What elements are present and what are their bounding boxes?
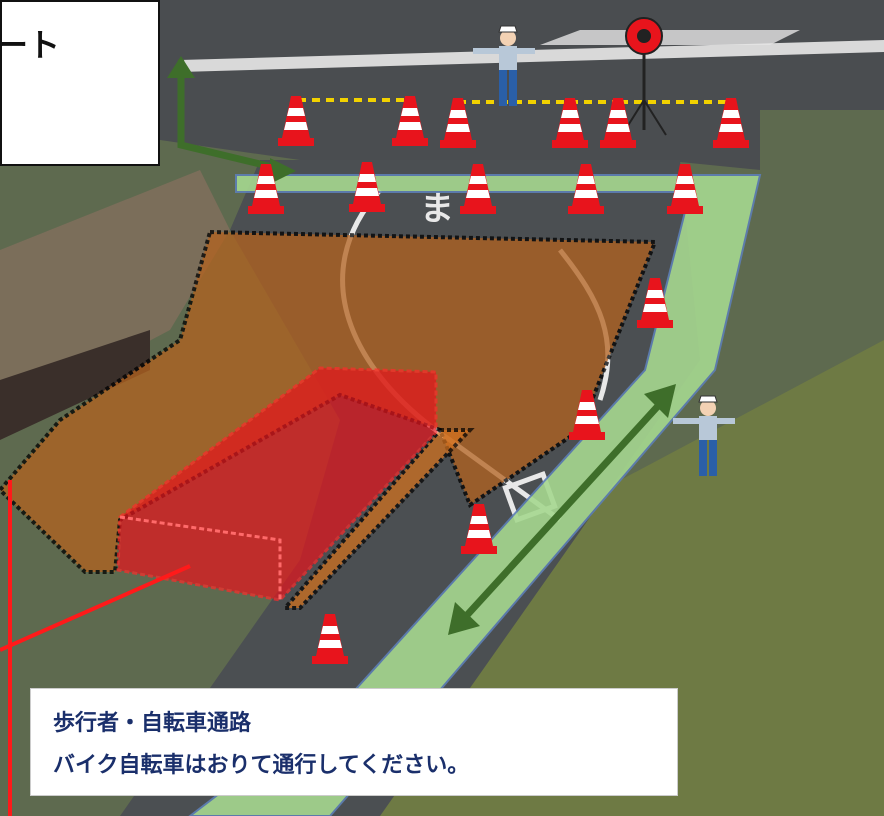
route-title-text: ート: [0, 26, 61, 64]
left-fence: [0, 330, 150, 440]
dirt-slope: [0, 170, 230, 420]
crosswalk-marking: [540, 30, 800, 45]
barrier-block: [116, 366, 438, 602]
leader-line-diagonal: [0, 564, 191, 652]
warning-light-icon: [621, 17, 667, 136]
arrow-head-up-walkway: [644, 384, 676, 418]
arrow-head-up: [167, 56, 195, 78]
arrow-walkway: [454, 391, 672, 629]
route-title-callout: ート: [0, 0, 160, 166]
notice-line-2: バイク自転車はおりて通行してください。: [53, 753, 470, 778]
notice-line-1: 歩行者・自転車通路: [53, 711, 252, 736]
arrow-head-right: [270, 158, 296, 184]
road-line-top: [180, 40, 884, 72]
closed-zone-strip: [280, 428, 475, 610]
barrier-block-edge: [119, 515, 282, 600]
pedestrian-walkway: [188, 174, 762, 816]
arrow-head-down: [448, 602, 480, 635]
road-marking-text: ま: [420, 189, 454, 229]
flagman-icon: [673, 395, 735, 476]
notice-box: 歩行者・自転車通路 バイク自転車はおりて通行してください。: [30, 688, 678, 796]
arrow-upper: [177, 58, 289, 174]
flagman-icon: [473, 25, 535, 106]
